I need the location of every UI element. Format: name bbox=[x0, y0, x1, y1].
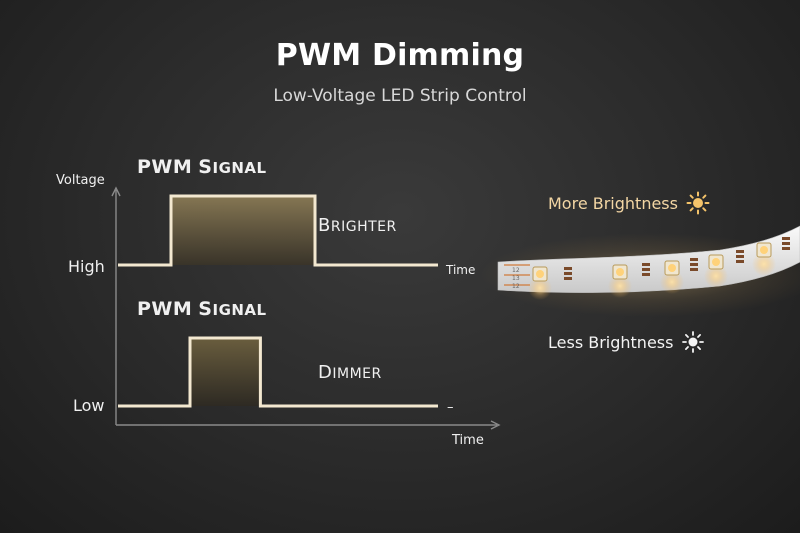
low-level-label: Low bbox=[73, 396, 105, 415]
chip-code-1: 12 bbox=[512, 267, 520, 274]
top-pulse-fill bbox=[171, 196, 315, 265]
led-glow bbox=[704, 264, 728, 288]
resistor-pad bbox=[736, 260, 744, 263]
chip-code-3: 12 bbox=[512, 283, 520, 290]
bottom-end-mark: – bbox=[447, 400, 454, 415]
page-title: PWM Dimming bbox=[275, 38, 525, 73]
bottom-pulse-fill bbox=[190, 338, 261, 406]
led-core bbox=[712, 258, 720, 266]
strip-chip-codes: 12 13 12 bbox=[512, 267, 520, 290]
resistor-pad bbox=[736, 255, 744, 258]
page-subtitle: Low-Voltage LED Strip Control bbox=[273, 86, 527, 106]
led-glow bbox=[752, 252, 776, 276]
resistor-pad bbox=[642, 268, 650, 271]
less-brightness-label: Less Brightness bbox=[548, 330, 705, 354]
brighter-label: BRIGHTER bbox=[318, 215, 397, 236]
resistor-pad bbox=[782, 237, 790, 240]
x-axis-label: Time bbox=[451, 433, 484, 448]
x-axis-arrow bbox=[490, 420, 501, 430]
led-core bbox=[668, 264, 676, 272]
bottom-pwm-waveform bbox=[118, 336, 438, 408]
resistor-pad bbox=[564, 272, 572, 275]
y-axis-label: Voltage bbox=[56, 173, 105, 188]
resistor-pad bbox=[736, 250, 744, 253]
top-pwm-waveform bbox=[118, 194, 438, 267]
resistor-pad bbox=[564, 267, 572, 270]
led-glow bbox=[608, 274, 632, 298]
resistor-pad bbox=[690, 268, 698, 271]
chip-code-2: 13 bbox=[512, 275, 520, 282]
led-core bbox=[536, 270, 544, 278]
led-core bbox=[760, 246, 768, 254]
resistor-pad bbox=[642, 263, 650, 266]
led-core bbox=[616, 268, 624, 276]
led-glow bbox=[528, 276, 552, 300]
y-axis-arrow bbox=[111, 186, 121, 197]
resistor-pad bbox=[564, 277, 572, 280]
dimmer-label: DIMMER bbox=[318, 362, 382, 383]
high-level-label: High bbox=[68, 257, 105, 276]
more-brightness-label: More Brightness bbox=[548, 191, 710, 215]
resistor-pad bbox=[782, 247, 790, 250]
sun-warm-icon bbox=[686, 191, 710, 215]
led-strip: 12 13 12 bbox=[480, 225, 800, 317]
top-time-label: Time bbox=[445, 263, 475, 277]
resistor-pad bbox=[782, 242, 790, 245]
resistor-pad bbox=[690, 258, 698, 261]
led-glow bbox=[660, 270, 684, 294]
sun-white-icon bbox=[682, 331, 705, 353]
resistor-pad bbox=[642, 273, 650, 276]
resistor-pad bbox=[690, 263, 698, 266]
